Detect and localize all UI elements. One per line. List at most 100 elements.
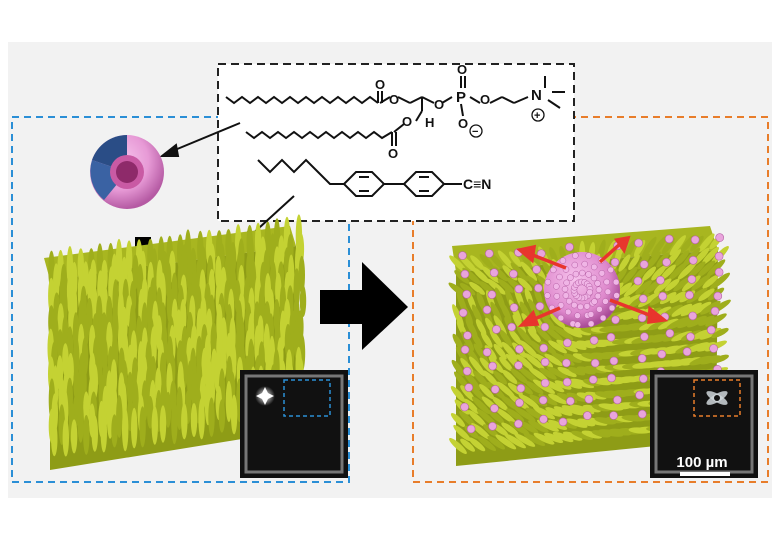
- lc-fiber: [690, 301, 712, 316]
- lc-fiber: [488, 252, 504, 269]
- lc-fiber: [635, 280, 652, 295]
- lc-fiber: [164, 391, 172, 428]
- lc-fiber: [653, 278, 672, 294]
- lc-fiber: [469, 281, 486, 295]
- lc-fiber: [190, 403, 198, 437]
- lc-fiber: [546, 366, 569, 380]
- lc-fiber: [545, 407, 562, 417]
- lipid-dot: [658, 291, 668, 301]
- lc-fiber: [452, 333, 464, 351]
- vesicle-lipid-dot: [595, 286, 603, 293]
- atom-o-carbonyl-2: O: [388, 146, 398, 161]
- vesicle-lipid-dot: [556, 273, 563, 281]
- lc-fiber: [591, 404, 611, 412]
- lc-fiber: [519, 421, 539, 434]
- lc-fiber: [230, 394, 238, 435]
- lc-fiber: [116, 395, 123, 438]
- lc-fiber: [664, 278, 680, 292]
- lc-fiber: [673, 277, 691, 292]
- lc-fiber: [459, 283, 476, 296]
- lc-fiber: [501, 341, 518, 360]
- lc-fiber: [540, 313, 556, 331]
- lipid-dot: [488, 421, 497, 431]
- lc-fiber: [487, 435, 506, 450]
- vesicle-lipid-dot: [577, 303, 584, 311]
- lipid-dot: [590, 358, 600, 368]
- lc-fiber: [576, 340, 597, 349]
- lipid-dot: [489, 268, 499, 278]
- lc-fiber: [514, 406, 536, 422]
- lipid-dot: [514, 284, 524, 294]
- lc-fiber: [517, 277, 533, 291]
- lipid-dot: [562, 377, 572, 387]
- vesicle-lipid-dot: [553, 293, 561, 300]
- atom-o-carbonyl-1: O: [375, 77, 385, 92]
- lipid-dot: [492, 325, 501, 334]
- lipid-dot: [606, 332, 616, 342]
- lipid-dot: [482, 305, 492, 315]
- lipid-tail-1: [225, 95, 379, 105]
- lc-fiber: [496, 381, 516, 399]
- lc-fiber: [700, 355, 721, 365]
- lc-fiber: [662, 332, 682, 342]
- lipid-dot: [706, 325, 716, 335]
- lipid-dot: [462, 366, 472, 376]
- lipid-dot: [664, 234, 674, 244]
- lc-fiber: [269, 261, 277, 298]
- lipid-dot: [562, 358, 571, 368]
- lc-fiber: [666, 317, 690, 330]
- lc-fiber: [711, 354, 729, 364]
- lipid-dot: [709, 344, 718, 353]
- lc-fiber: [476, 408, 497, 427]
- lc-fiber: [669, 291, 686, 304]
- lc-fiber: [159, 405, 167, 443]
- lc-fiber: [488, 410, 505, 424]
- lc-fiber: [548, 393, 568, 405]
- lc-fiber: [298, 255, 305, 295]
- atom-o-ester-2: O: [402, 114, 412, 129]
- lipid-dot: [534, 283, 543, 293]
- lipid-dot: [507, 322, 517, 332]
- lipid-dot: [662, 257, 671, 267]
- lc-fiber: [573, 327, 592, 336]
- lc-fiber: [598, 429, 624, 437]
- lc-fiber: [229, 242, 237, 275]
- lipid-dot: [609, 411, 618, 420]
- lipid-dot: [460, 345, 470, 355]
- lc-fiber: [581, 430, 602, 439]
- lipid-dot: [538, 395, 548, 405]
- lc-fiber: [477, 436, 497, 452]
- lc-fiber: [552, 431, 574, 443]
- lc-fiber: [566, 340, 587, 350]
- lipid-dot: [458, 308, 468, 318]
- lc-fiber: [561, 405, 584, 416]
- lipid-dot: [633, 276, 643, 286]
- lipid-dot: [490, 404, 499, 413]
- vesicle-lipid-dot: [567, 274, 574, 281]
- lc-fiber: [528, 298, 541, 321]
- lc-fiber: [554, 380, 572, 390]
- lc-fiber: [176, 386, 183, 431]
- lipid-dot: [609, 356, 619, 366]
- lc-fiber: [565, 418, 588, 428]
- lc-fiber: [642, 266, 657, 281]
- vesicle-lipid-dot: [585, 271, 592, 278]
- lc-fiber: [497, 278, 514, 293]
- vesicle-lipid-dot: [559, 257, 567, 264]
- lc-fiber: [697, 260, 716, 278]
- vesicle-lipid-dot: [602, 298, 609, 305]
- vesicle-lipid-dot: [599, 314, 607, 322]
- lc-fiber: [83, 414, 90, 455]
- lc-fiber: [475, 319, 487, 336]
- lipid-pointer-arrowhead: [159, 143, 180, 157]
- lipid-dot: [682, 347, 692, 357]
- lc-fiber: [495, 407, 517, 424]
- lc-fiber: [622, 266, 638, 284]
- lc-fiber: [524, 353, 545, 370]
- lc-alkyl-chain: [257, 158, 344, 185]
- lc-fiber: [677, 261, 697, 280]
- lipid-dot: [637, 354, 647, 363]
- lipid-dot: [539, 343, 549, 353]
- lipid-dot: [607, 373, 616, 383]
- lc-fiber: [504, 433, 526, 449]
